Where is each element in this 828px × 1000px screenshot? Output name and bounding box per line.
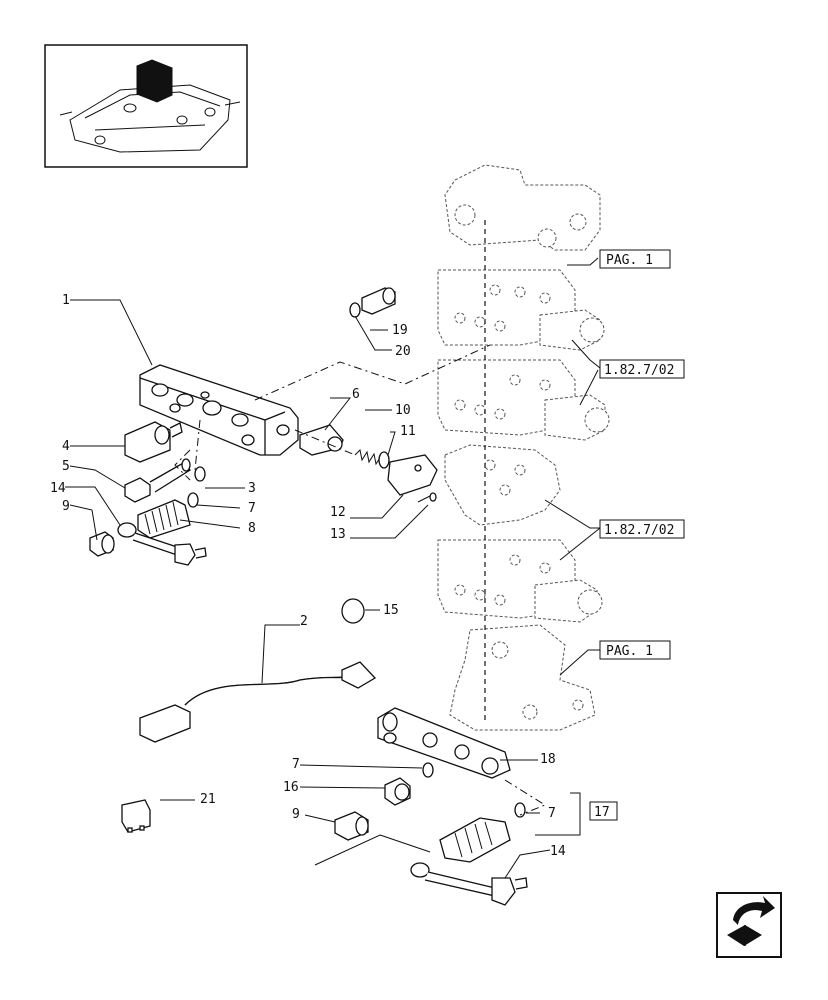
assembly-line [174, 419, 201, 481]
callout-13: 13 [330, 527, 346, 542]
callout-7-lower: 7 [292, 757, 300, 772]
rubber-boot [137, 499, 191, 539]
callout-9: 9 [62, 499, 70, 514]
callout-10: 10 [395, 403, 411, 418]
o-ring [514, 802, 526, 818]
solenoid-coil [124, 421, 183, 463]
pressure-plug [349, 287, 396, 318]
callout-6: 6 [352, 387, 360, 402]
ref-pag-1-top[interactable]: PAG. 1 [599, 249, 671, 269]
ref-1-82-7-02-a[interactable]: 1.82.7/02 [599, 359, 685, 379]
highlight-block-icon [136, 59, 173, 103]
plug [334, 811, 369, 841]
assembly-line [254, 344, 491, 401]
leader-lines [65, 257, 601, 879]
callout-20: 20 [395, 344, 411, 359]
ref-1-82-7-02-b[interactable]: 1.82.7/02 [599, 519, 685, 539]
o-ring-large [341, 598, 365, 624]
svg-text:1.82.7/02: 1.82.7/02 [604, 523, 674, 538]
next-page-arrow-icon[interactable] [716, 892, 782, 958]
callout-19: 19 [392, 323, 408, 338]
kit-17-box: 17 [589, 801, 618, 821]
assembly-line [294, 429, 356, 456]
locator-thumbnail [44, 44, 248, 168]
relay [121, 799, 151, 833]
callout-3: 3 [248, 481, 256, 496]
cap-screw [124, 458, 191, 503]
callout-16: 16 [283, 780, 299, 795]
svg-text:PAG. 1: PAG. 1 [606, 644, 653, 659]
callout-18: 18 [540, 752, 556, 767]
callout-7-right: 7 [548, 806, 556, 821]
plug [384, 777, 411, 806]
o-ring [422, 762, 434, 778]
o-ring [194, 466, 206, 482]
distribution-manifold [377, 707, 511, 779]
callout-15: 15 [383, 603, 399, 618]
o-ring [187, 492, 199, 508]
callout-11: 11 [400, 424, 416, 439]
wiring-harness [139, 661, 377, 743]
override-lever [117, 522, 207, 566]
solenoid-valve-body [139, 364, 299, 456]
small-screw [417, 492, 437, 503]
callout-12: 12 [330, 505, 346, 520]
callout-4: 4 [62, 439, 70, 454]
spring [354, 448, 390, 469]
svg-text:PAG. 1: PAG. 1 [606, 253, 653, 268]
callout-9-lower: 9 [292, 807, 300, 822]
valve-stack-ghost [437, 164, 610, 731]
rubber-boot [439, 817, 511, 863]
callout-14: 14 [50, 481, 66, 496]
plug [89, 531, 115, 557]
ref-pag-1-bottom[interactable]: PAG. 1 [599, 640, 671, 660]
override-lever [410, 862, 528, 906]
svg-text:17: 17 [594, 805, 610, 820]
callout-8: 8 [248, 521, 256, 536]
valve-pin [299, 424, 344, 456]
callout-21: 21 [200, 792, 216, 807]
callout-7: 7 [248, 501, 256, 516]
assembly-line [314, 834, 431, 866]
callout-2: 2 [300, 614, 308, 629]
callout-1: 1 [62, 293, 70, 308]
cover-plate [387, 454, 438, 496]
svg-text:1.82.7/02: 1.82.7/02 [604, 363, 674, 378]
callout-5: 5 [62, 459, 70, 474]
callout-14-lower: 14 [550, 844, 566, 859]
